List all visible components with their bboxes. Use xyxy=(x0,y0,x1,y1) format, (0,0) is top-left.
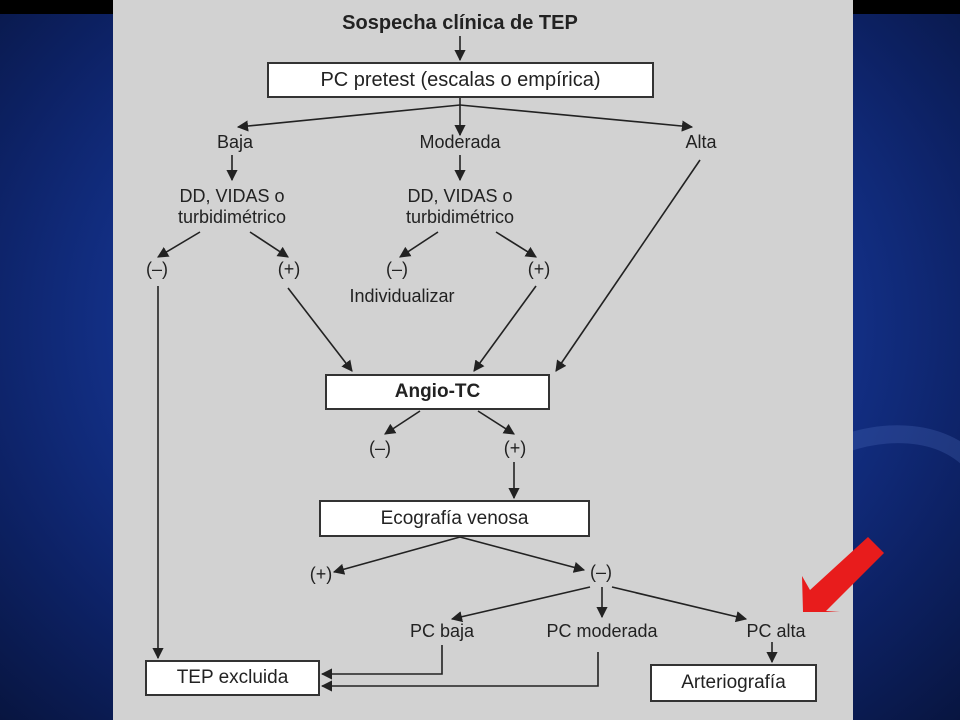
angio-negative: (–) xyxy=(369,438,391,458)
pc-moderate: PC moderada xyxy=(546,621,658,641)
low-positive: (+) xyxy=(277,259,301,279)
level-high: Alta xyxy=(685,132,717,152)
arrow-echo-to-neg xyxy=(459,536,586,573)
individualize-label: Individualizar xyxy=(349,286,455,306)
pretest-box: PC pretest (escalas o empírica) xyxy=(267,62,654,98)
angio-box: Angio-TC xyxy=(325,374,550,410)
arrow-pretest-to-low xyxy=(236,104,461,132)
test-low-line1: DD, VIDAS o xyxy=(179,186,285,206)
test-low-line2: turbidimétrico xyxy=(177,207,287,227)
echo-negative: (–) xyxy=(590,562,612,582)
pc-high: PC alta xyxy=(746,621,806,641)
arrow-lowpos-to-angio xyxy=(287,287,353,372)
level-mid: Moderada xyxy=(419,132,501,152)
echo-positive: (+) xyxy=(309,564,333,584)
arrow-echo-to-pos xyxy=(332,536,461,575)
arrow-midtest-to-neg xyxy=(399,231,439,258)
arrow-pclow-to-excluded xyxy=(320,645,443,680)
test-mid-line1: DD, VIDAS o xyxy=(407,186,513,206)
arrow-lowtest-to-pos xyxy=(249,231,289,258)
arrow-pcmid-to-excluded xyxy=(320,652,599,692)
level-low: Baja xyxy=(216,132,254,152)
arrow-midpos-to-angio xyxy=(473,285,537,372)
arrow-angio-to-neg xyxy=(384,410,421,435)
mid-positive: (+) xyxy=(527,259,551,279)
arrow-pretest-to-high xyxy=(459,104,694,132)
excluded-box: TEP excluida xyxy=(145,660,320,696)
arrow-echoneg-to-pchigh xyxy=(611,586,748,623)
arrow-high-to-angio xyxy=(555,159,701,372)
test-mid-line2: turbidimétrico xyxy=(405,207,515,227)
echo-box: Ecografía venosa xyxy=(319,500,590,537)
arrow-midtest-to-pos xyxy=(495,231,537,258)
arrow-lowtest-to-neg xyxy=(157,231,201,258)
mid-negative: (–) xyxy=(386,259,408,279)
low-negative: (–) xyxy=(146,259,168,279)
angio-positive: (+) xyxy=(503,438,527,458)
arteriography-box: Arteriografía xyxy=(650,664,817,702)
flowchart-title: Sospecha clínica de TEP xyxy=(342,12,578,34)
arrow-angio-to-pos xyxy=(477,410,515,435)
arrow-echoneg-to-pclow xyxy=(450,586,591,623)
pc-low: PC baja xyxy=(409,621,475,641)
